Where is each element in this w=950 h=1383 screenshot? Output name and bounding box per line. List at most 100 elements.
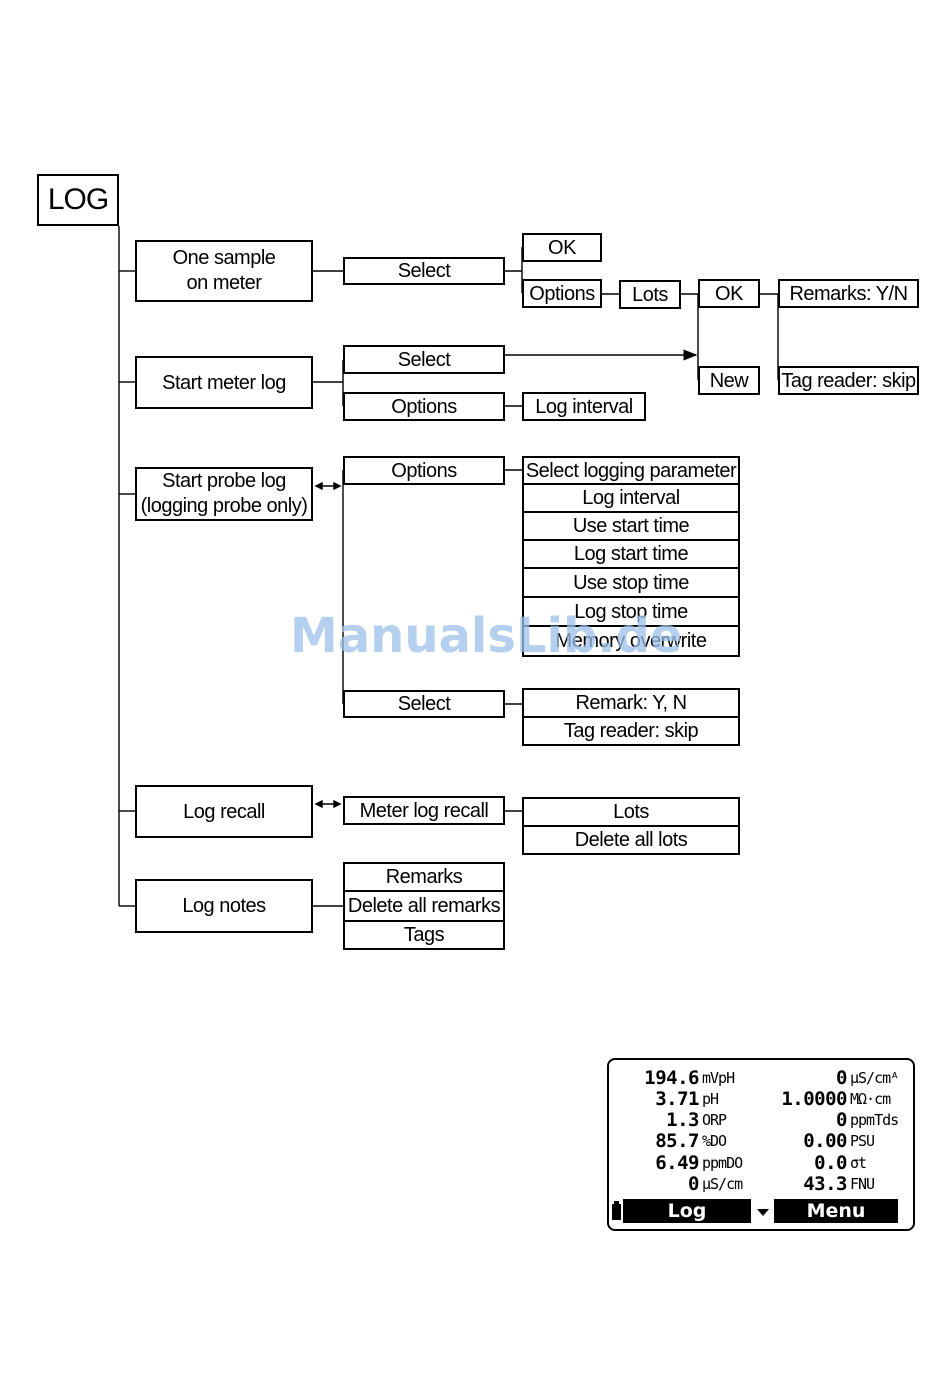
probe-option-label: Memory overwrite [555,630,707,652]
meter-reading-unit: σt [850,1154,867,1172]
lots-new-box: New [698,366,760,395]
meter-reading-value: 1.3 [666,1109,699,1131]
probe-select-box: Select [343,690,505,718]
log-notes-item: Remarks [343,862,505,892]
probe-select-item-label: Remark: Y, N [575,692,687,714]
meter-reading-value: 0.00 [803,1130,847,1152]
meter-reading: 85.7 %DO [609,1131,759,1152]
meter-display: 194.6 mVpH 3.71 pH 1.3 ORP 85.7 %DO 6.49… [607,1058,915,1231]
meter-reading-unit: FNU [850,1175,875,1193]
start-probe-log-line-1: Start probe log [162,470,286,492]
start-probe-log-box: Start probe log (logging probe only) [135,467,313,521]
tag-reader-skip-box: Tag reader: skip [778,366,919,395]
meter-reading-unit: %DO [702,1132,727,1150]
lots-new-label: New [709,369,749,392]
meter-reading: 3.71 pH [609,1089,759,1110]
probe-options-box: Options [343,456,505,485]
start-meter-log-label: Start meter log [162,371,286,394]
meter-reading-unit: ppmDO [702,1154,743,1172]
meter-reading: 6.49 ppmDO [609,1153,759,1174]
lots-ok-box: OK [698,279,760,308]
probe-option-label: Log interval [582,487,680,509]
meter-reading-value: 3.71 [655,1088,699,1110]
meter-reading: 0 µS/cm [609,1174,759,1195]
probe-option-label: Use start time [572,515,690,537]
probe-select-label: Select [397,693,451,715]
log-root-label: LOG [47,183,109,216]
start-meter-options-box: Options [343,392,505,421]
meter-reading-value: 0 [688,1173,699,1195]
meter-reading-unit: ppmTds [850,1111,899,1129]
one-sample-ok-box: OK [522,233,602,262]
start-probe-log-line-2: (logging probe only) [140,495,308,517]
log-notes-label: Log notes [182,895,266,917]
meter-reading: 1.0000 MΩ·cm [759,1089,911,1110]
meter-reading: 0.00 PSU [759,1131,911,1152]
probe-option-item: Use stop time [522,567,740,598]
scroll-down-arrow-icon [757,1209,769,1216]
meter-reading-value: 6.49 [655,1152,699,1174]
meter-reading-unit: pH [702,1090,719,1108]
probe-select-item: Remark: Y, N [522,688,740,718]
start-meter-options-label: Options [391,395,457,418]
log-recall-label: Log recall [183,800,265,823]
probe-options-label: Options [391,459,457,482]
remarks-yn-box: Remarks: Y/N [778,279,919,308]
meter-reading: 194.6 mVpH [609,1068,759,1089]
log-notes-item-label: Remarks [385,866,463,888]
probe-select-item-label: Tag reader: skip [563,720,699,742]
watermark: ManualsLib.de [290,608,683,664]
meter-reading-unit: µS/cmᴬ [850,1069,899,1087]
tag-reader-skip-label: Tag reader: skip [781,369,916,392]
one-sample-line-2: on meter [186,272,262,294]
meter-log-recall-box: Meter log recall [343,796,505,825]
lots-ok-label: OK [715,282,743,305]
meter-reading-unit: ORP [702,1111,727,1129]
log-recall-box: Log recall [135,785,313,838]
battery-icon [612,1201,621,1220]
menu-softkey[interactable]: Menu [774,1199,898,1223]
probe-option-item: Log interval [522,483,740,513]
log-recall-item-label: Delete all lots [574,829,688,851]
meter-reading: 0 ppmTds [759,1110,911,1131]
meter-reading-unit: MΩ·cm [850,1090,891,1108]
log-softkey[interactable]: Log [623,1199,751,1223]
meter-reading-value: 0 [836,1067,847,1089]
start-meter-log-interval-label: Log interval [535,395,633,418]
probe-option-label: Log start time [573,543,689,565]
log-notes-box: Log notes [135,879,313,933]
probe-option-label: Log stop time [574,600,688,623]
one-sample-options-box: Options [522,279,602,308]
meter-reading-value: 43.3 [803,1173,847,1195]
log-recall-item: Delete all lots [522,825,740,855]
log-root-box: LOG [37,174,119,226]
log-recall-item: Lots [522,797,740,827]
probe-option-item: Select logging parameter [522,456,740,485]
one-sample-ok-label: OK [548,236,576,259]
probe-option-item: Use start time [522,511,740,541]
meter-reading-unit: µS/cm [702,1175,743,1193]
one-sample-options-label: Options [529,282,595,305]
log-notes-item-label: Delete all remarks [347,895,501,917]
probe-select-item: Tag reader: skip [522,716,740,746]
log-recall-item-label: Lots [613,801,649,823]
meter-log-recall-label: Meter log recall [359,799,489,822]
meter-reading: 0.0 σt [759,1153,911,1174]
log-notes-item: Tags [343,920,505,950]
one-sample-select-label: Select [397,260,451,282]
meter-reading: 1.3 ORP [609,1110,759,1131]
log-notes-item-label: Tags [403,924,445,946]
meter-reading: 0 µS/cmᴬ [759,1068,911,1089]
lots-box: Lots [619,280,681,309]
probe-option-label: Select logging parameter [525,459,737,482]
meter-reading-value: 1.0000 [781,1088,847,1110]
meter-reading: 43.3 FNU [759,1174,911,1195]
lots-label: Lots [632,283,668,306]
probe-option-label: Use stop time [573,571,689,594]
probe-option-item: Log start time [522,539,740,569]
start-meter-log-interval-box: Log interval [522,392,646,421]
meter-reading-value: 0 [836,1109,847,1131]
meter-reading-value: 0.0 [814,1152,847,1174]
meter-reading-unit: mVpH [702,1069,735,1087]
